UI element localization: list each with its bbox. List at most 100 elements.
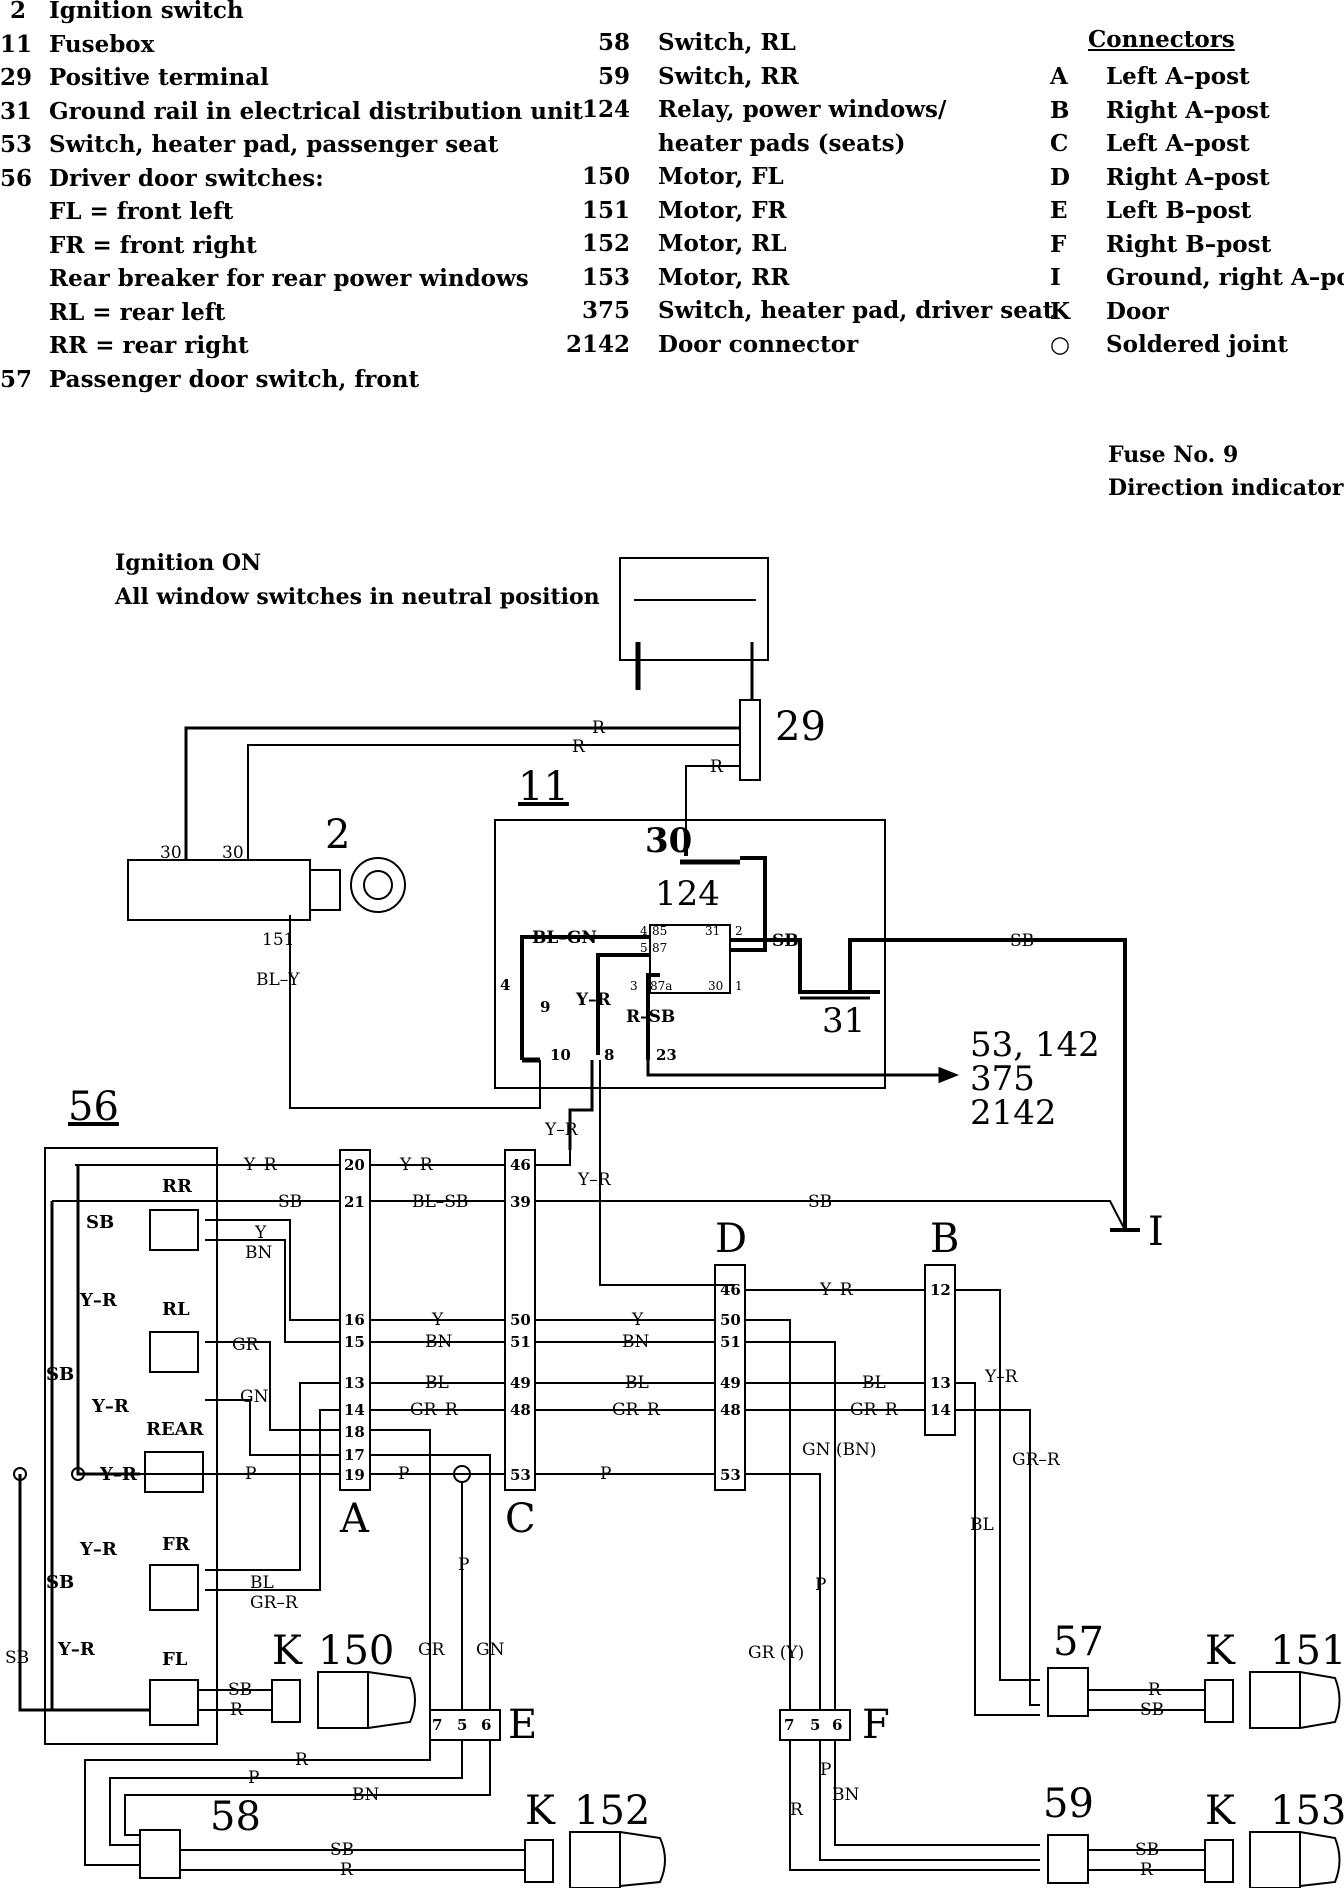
wire-label-gr-y: GR (Y) — [748, 1643, 804, 1663]
wire-label-sb-151: SB — [1140, 1700, 1164, 1720]
panel-label-sb-1: SB — [86, 1212, 114, 1233]
relay-pin-87a: 87a — [650, 979, 672, 993]
fuse-23: 23 — [656, 1046, 677, 1064]
wire-label-y: Y — [254, 1223, 267, 1243]
wire-label-gr-r-b: GR–R — [1012, 1450, 1061, 1470]
wire-label-bn-cd: BN — [622, 1332, 649, 1352]
legend-number: 153 — [581, 263, 630, 291]
label-31: 31 — [822, 1001, 865, 1041]
wire-label-bl-db: BL — [862, 1373, 886, 1393]
relay-124 — [649, 924, 731, 994]
wire-label-bn-ac: BN — [425, 1332, 452, 1352]
condition-line2: All window switches in neutral position — [115, 584, 600, 610]
switch-rl — [149, 1331, 199, 1373]
fusebox — [494, 819, 886, 1089]
wire-label-r-fl: R — [230, 1700, 244, 1720]
wire-label-30-a: 30 — [160, 843, 182, 863]
wire-label-p-cd: P — [600, 1464, 611, 1484]
wire-label-r-2: R — [572, 737, 586, 757]
switch-58 — [139, 1829, 181, 1879]
legend-number: 152 — [581, 230, 630, 257]
label-29: 29 — [775, 704, 826, 750]
wire-label-bl-sb: BL–SB — [412, 1192, 468, 1212]
wire-label-y-r-fuse: Y–R — [575, 990, 612, 1010]
connector-pin: 46 — [510, 1156, 531, 1174]
connector-pin: 53 — [510, 1466, 531, 1484]
connector-letter: F — [1050, 230, 1067, 258]
switch-label-rr: RR — [162, 1176, 193, 1197]
wire-label-r-f: R — [790, 1800, 804, 1820]
fuse-9: 9 — [540, 998, 550, 1016]
switch-label-fl: FL — [162, 1649, 188, 1670]
label-2: 2 — [325, 812, 350, 858]
wire-label-y-r-a: Y–R — [243, 1155, 278, 1175]
motor-150 — [271, 1671, 416, 1729]
relay-pin-1: 1 — [735, 979, 743, 993]
legend-number: 59 — [597, 62, 630, 90]
connector-pin: 21 — [344, 1193, 365, 1211]
wire-label-gn-e: GN — [476, 1640, 505, 1660]
connector-D — [714, 1264, 746, 1491]
wire-label-151: 151 — [262, 930, 294, 950]
legend-text: Relay, power windows/ — [658, 96, 947, 123]
fuse-10: 10 — [550, 1046, 571, 1064]
connector-pin: 5 — [457, 1716, 467, 1734]
connector-pin: 46 — [720, 1281, 741, 1299]
switch-57 — [1047, 1667, 1089, 1717]
connector-description: Left A–post — [1106, 130, 1250, 157]
wire-label-gr: GR — [232, 1335, 260, 1355]
label-150: 150 — [318, 1628, 394, 1674]
switch-59 — [1047, 1834, 1089, 1884]
connector-pin: 51 — [720, 1333, 741, 1351]
connector-pin: 48 — [510, 1401, 531, 1419]
connector-pin: 48 — [720, 1401, 741, 1419]
connector-pin: 53 — [720, 1466, 741, 1484]
legend-text: Driver door switches: — [49, 164, 324, 192]
connector-F — [779, 1709, 851, 1741]
connector-description: Right A–post — [1106, 163, 1270, 191]
connector-letter: E — [1050, 197, 1068, 224]
wire-label-bn-f: BN — [832, 1785, 859, 1805]
dest-2: 375 — [970, 1059, 1035, 1099]
wire-label-y-cd: Y — [631, 1310, 644, 1330]
connector-pin: 51 — [510, 1333, 531, 1351]
connector-letter: I — [1050, 264, 1061, 291]
wire-label-r-3: R — [710, 757, 724, 777]
legend-text: RR = rear right — [49, 332, 249, 359]
legend-text: Positive terminal — [49, 64, 269, 91]
connector-letter: A — [1050, 63, 1068, 90]
legend-text: Motor, FL — [658, 163, 784, 190]
wire-label-sb-fl: SB — [228, 1680, 252, 1700]
legend-number: 124 — [581, 96, 630, 123]
label-152: 152 — [574, 1788, 650, 1834]
connector-pin: 13 — [344, 1374, 365, 1392]
dest-1: 53, 142 — [970, 1025, 1100, 1065]
connector-description: Right A–post — [1106, 96, 1270, 124]
wire-label-bl-y: BL–Y — [256, 970, 300, 990]
wire-label-p-58: P — [248, 1768, 259, 1788]
relay-pin-2: 2 — [735, 924, 743, 938]
fuse-note-line2: Direction indicators — [1108, 475, 1344, 501]
motor-151 — [1204, 1671, 1341, 1729]
label-k-151: K — [1205, 1628, 1236, 1674]
switch-rr — [149, 1209, 199, 1251]
switch-label-fr: FR — [162, 1534, 191, 1555]
legend-number: 58 — [597, 29, 630, 56]
motor-152 — [524, 1831, 666, 1888]
connector-pin: 50 — [720, 1311, 741, 1329]
connector-pin: 17 — [344, 1446, 365, 1464]
connector-pin: 18 — [344, 1423, 365, 1441]
wire-label-gr-r-fr: GR–R — [250, 1593, 299, 1613]
condition-line1: Ignition ON — [115, 550, 262, 576]
connector-pin: 49 — [720, 1374, 741, 1392]
motor-153 — [1204, 1831, 1341, 1888]
connectors-title: Connectors — [1088, 26, 1235, 53]
relay-pin-5: 5 — [640, 941, 648, 955]
legend-text: Ignition switch — [49, 0, 244, 24]
connector-letter: D — [1050, 163, 1070, 191]
wire-label-sb-relay: SB — [772, 931, 799, 951]
legend-text: FL = front left — [49, 198, 234, 225]
wire-label-sb-panel: SB — [5, 1648, 29, 1668]
driver-door-switch-panel — [44, 1147, 218, 1745]
relay-pin-31: 31 — [705, 924, 720, 938]
